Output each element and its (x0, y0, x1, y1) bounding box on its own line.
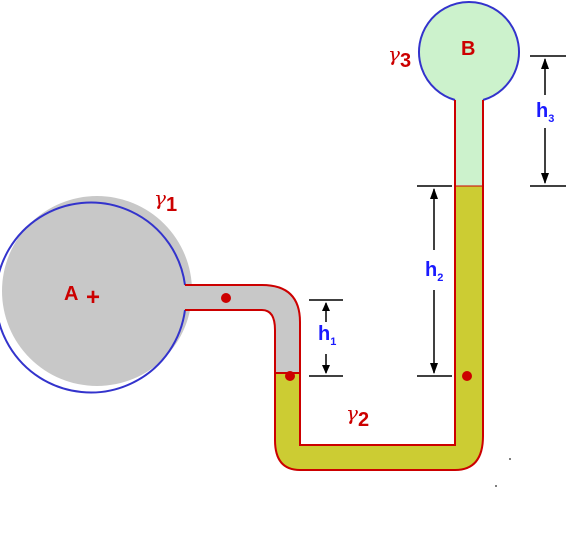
pressure-point-right-column (462, 371, 472, 381)
vessel-b-outline (418, 1, 520, 101)
pressure-point-left-interface (285, 371, 295, 381)
pressure-point-a-tube (221, 293, 231, 303)
h3-label: h3 (536, 100, 554, 125)
h2-label: h2 (425, 259, 443, 284)
fluid-gamma3 (419, 2, 519, 186)
vessel-a-outline (0, 201, 186, 394)
stray-dot (509, 458, 511, 460)
dimension-h1 (309, 299, 343, 377)
fluid-gamma2 (275, 186, 483, 470)
gamma3-label: γ3 (388, 42, 411, 72)
stray-dot (495, 485, 497, 487)
gamma2-label: γ2 (346, 401, 369, 431)
dimension-h3 (530, 55, 566, 187)
vessel-a-label: A (64, 283, 78, 305)
vessel-a-marker: + (86, 284, 100, 311)
tube-walls (185, 100, 484, 471)
h1-label: h1 (318, 323, 336, 348)
vessel-b-label: B (461, 38, 475, 60)
dimension-h2 (417, 185, 452, 377)
fluid-gamma1 (2, 196, 300, 386)
gamma1-label: γ1 (154, 186, 177, 216)
